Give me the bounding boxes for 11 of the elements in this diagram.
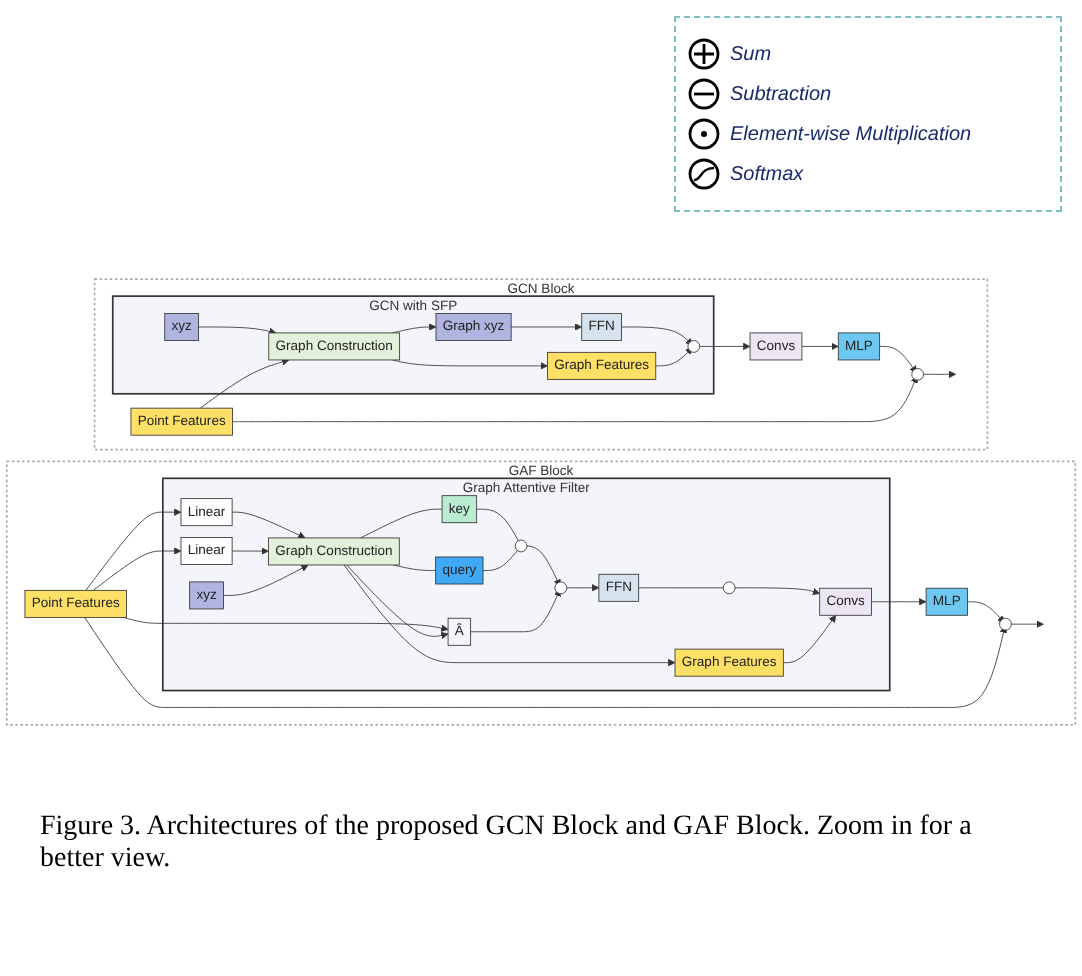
operator-circle xyxy=(687,340,701,353)
operator-circle xyxy=(722,581,736,595)
legend-label: Subtraction xyxy=(730,83,832,105)
legend-label: Softmax xyxy=(730,163,804,185)
figure-caption: Figure 3. Architectures of the proposed GCN Block and GAF Block. Zoom in for a better view. xyxy=(40,812,974,876)
operator-circle xyxy=(514,539,528,553)
legend-label: Element-wise Multiplication xyxy=(730,123,972,145)
operator-circle xyxy=(554,581,568,595)
operator-circle xyxy=(999,617,1012,631)
operator-circle xyxy=(911,368,925,381)
legend-label: Sum xyxy=(730,43,772,65)
